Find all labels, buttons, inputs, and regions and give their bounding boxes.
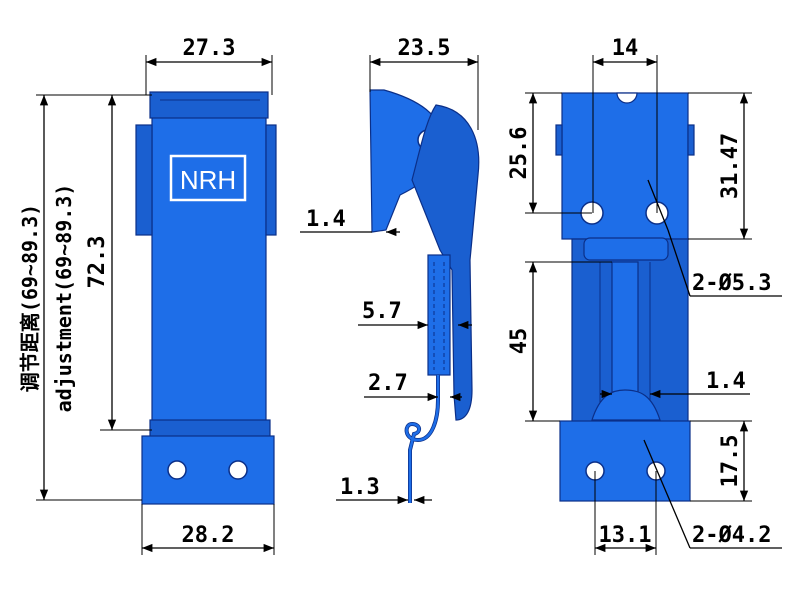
front-body (151, 94, 267, 431)
back-slot-top (583, 237, 669, 261)
dim-side-thickness-1: 1.4 (306, 207, 346, 232)
dim-front-height: 72.3 (85, 236, 110, 289)
dim-side-thickness-3: 2.7 (368, 371, 408, 396)
front-right-flange (265, 124, 277, 236)
front-top-cap (149, 91, 269, 119)
callout-bottom-holes: 2-Ø4.2 (692, 523, 771, 548)
back-left-tab (555, 124, 563, 156)
logo-text: NRH (180, 165, 236, 195)
dim-side-thickness-2: 5.7 (362, 299, 402, 324)
back-top-block (561, 92, 689, 240)
dim-side-thickness-4: 1.3 (340, 475, 380, 500)
callout-top-holes: 2-Ø5.3 (692, 271, 771, 296)
back-base-plate (559, 420, 691, 502)
dim-back-base-height: 17.5 (718, 435, 743, 488)
front-base-hole-right (228, 460, 248, 480)
front-base-plate (141, 435, 275, 505)
dim-back-hole-spacing-top: 14 (612, 36, 639, 61)
side-lever (411, 104, 480, 421)
dim-back-slot-length: 45 (507, 328, 532, 355)
adjustment-label: adjustment(69~89.3) (52, 184, 76, 413)
dim-back-height-top-right: 31.47 (718, 133, 743, 199)
back-view: 14 25.6 31.47 2-Ø5.3 45 1.4 17.5 (507, 36, 782, 555)
dim-back-height-top-left: 25.6 (507, 127, 532, 180)
logo-box (169, 154, 247, 202)
dim-front-width-top: 27.3 (183, 36, 236, 61)
back-slot-rod (611, 261, 639, 393)
dim-front-width-bottom: 28.2 (182, 523, 235, 548)
side-view: 23.5 1.4 5.7 2.7 1.3 (300, 36, 480, 505)
front-left-flange (135, 124, 153, 236)
back-right-tab (687, 124, 695, 156)
dim-back-hole-spacing-bottom: 13.1 (599, 523, 652, 548)
adjustment-label-cn: 调节距离(69~89.3) (18, 204, 42, 392)
front-view: NRH 27.3 28.2 72.3 adjustment(69~89.3) 调… (18, 36, 277, 555)
side-rod (427, 254, 451, 376)
dim-back-slot-thickness: 1.4 (706, 369, 746, 394)
front-base-hole-left (167, 460, 187, 480)
dim-side-width-top: 23.5 (398, 36, 451, 61)
